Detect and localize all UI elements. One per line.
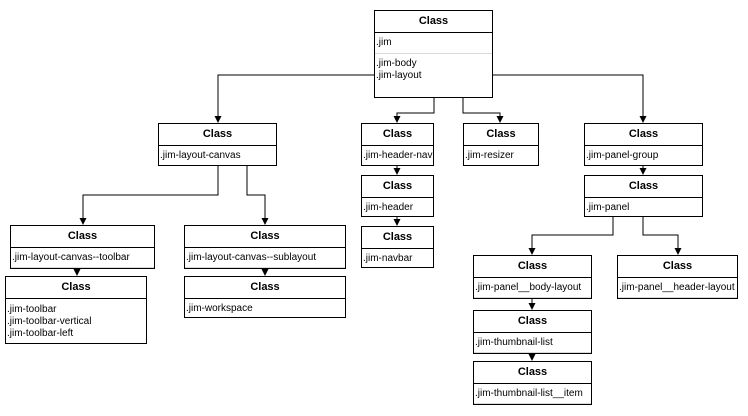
class-node-title: Class [159,124,276,146]
class-node-title: Class [185,226,345,248]
class-selector: .jim-layout-canvas [160,150,241,161]
arrowhead-icon [528,354,536,361]
class-node-section: .jim-toolbar.jim-toolbar-vertical.jim-to… [6,299,146,343]
class-node-canvas-sublayout: Class .jim-layout-canvas--sublayout [184,225,346,269]
class-node-title: Class [362,227,433,249]
edge-layout-canvas-to-canvas-sublayout [246,166,266,219]
class-node-section: .jim [375,33,492,54]
class-node-title: Class [464,124,538,146]
class-selector: .jim-thumbnail-list [475,337,553,348]
class-node-title: Class [585,124,702,146]
class-node-panel: Class .jim-panel [584,175,703,217]
arrowhead-icon [79,218,87,225]
class-selector: .jim-toolbar-vertical [7,316,92,327]
edge-root-to-panel-group [493,74,644,117]
edge-root-to-resizer [462,98,501,117]
class-selector: .jim-panel__body-layout [475,282,582,293]
class-node-title: Class [11,226,154,248]
class-node-panel-body: Class .jim-panel__body-layout [473,255,592,299]
class-selector: .jim-layout-canvas--toolbar [12,252,130,263]
class-node-title: Class [185,277,345,299]
class-selector: .jim-thumbnail-list__item [475,388,583,399]
class-node-title: Class [362,124,433,146]
edge-panel-to-panel-body [531,217,614,249]
edge-layout-canvas-to-canvas-toolbar [82,166,219,219]
class-selector: .jim-panel [586,202,630,213]
class-selector: .jim-body [376,58,417,69]
class-node-section: .jim-thumbnail-list [474,333,591,353]
class-node-section: .jim-resizer [464,146,538,165]
class-node-toolbar: Class.jim-toolbar.jim-toolbar-vertical.j… [5,276,147,344]
class-node-section: .jim-panel [585,198,702,216]
class-node-title: Class [375,11,492,33]
class-node-header: Class .jim-header [361,175,434,217]
class-node-thumb-list: Class .jim-thumbnail-list [473,310,592,354]
arrowhead-icon [639,168,647,175]
arrowhead-icon [528,248,536,255]
class-node-section: .jim-workspace [185,299,345,317]
class-node-panel-header: Class .jim-panel__header-layout [617,255,738,299]
class-node-section: .jim-navbar [362,249,433,267]
class-node-canvas-toolbar: Class .jim-layout-canvas--toolbar [10,225,155,269]
arrowhead-icon [73,269,81,276]
arrowhead-icon [261,269,269,276]
class-node-thumb-item: Class .jim-thumbnail-list__item [473,361,592,405]
class-node-section: .jim-header-nav [362,146,433,165]
class-node-title: Class [6,277,146,299]
class-node-section: .jim-panel__body-layout [474,278,591,298]
class-node-title: Class [618,256,737,278]
class-selector: .jim-workspace [186,303,253,314]
arrowhead-icon [496,116,504,123]
arrowhead-icon [674,248,682,255]
edge-root-to-header-nav [396,98,435,117]
class-selector: .jim-header-nav [363,150,433,161]
arrowhead-icon [528,303,536,310]
class-selector: .jim-header [363,202,414,213]
class-selector: .jim-layout [376,70,422,81]
class-node-resizer: Class .jim-resizer [463,123,539,166]
class-node-section: .jim-panel__header-layout [618,278,737,298]
arrowhead-icon [393,168,401,175]
arrowhead-icon [214,116,222,123]
class-node-section: .jim-thumbnail-list__item [474,384,591,404]
class-node-layout-canvas: Class .jim-layout-canvas [158,123,277,166]
arrowhead-icon [639,116,647,123]
class-node-title: Class [362,176,433,198]
class-node-title: Class [474,311,591,333]
arrowhead-icon [393,116,401,123]
arrowhead-icon [261,218,269,225]
class-selector: .jim-navbar [363,253,413,264]
class-node-section: .jim-layout-canvas [159,146,276,165]
class-node-section: .jim-layout-canvas--toolbar [11,248,154,268]
class-node-navbar: Class .jim-navbar [361,226,434,268]
class-selector: .jim-toolbar [7,304,57,315]
class-node-section: .jim-body.jim-layout [375,54,492,86]
class-node-header-nav: Class .jim-header-nav [361,123,434,166]
class-selector: .jim-resizer [465,150,514,161]
class-selector: .jim [376,37,392,48]
edge-root-to-layout-canvas [217,74,374,117]
class-node-title: Class [474,362,591,384]
class-node-section: .jim-header [362,198,433,216]
arrowhead-icon [393,219,401,226]
class-selector: .jim-panel__header-layout [619,282,735,293]
class-node-workspace: Class .jim-workspace [184,276,346,318]
class-node-panel-group: Class .jim-panel-group [584,123,703,166]
class-node-root: Class .jim .jim-body.jim-layout [374,10,493,98]
edge-panel-to-panel-header [642,217,679,249]
class-selector: .jim-layout-canvas--sublayout [186,252,317,263]
class-node-title: Class [474,256,591,278]
class-selector: .jim-toolbar-left [7,328,74,339]
class-node-title: Class [585,176,702,198]
class-node-section: .jim-layout-canvas--sublayout [185,248,345,268]
class-node-section: .jim-panel-group [585,146,702,165]
class-selector: .jim-panel-group [586,150,659,161]
